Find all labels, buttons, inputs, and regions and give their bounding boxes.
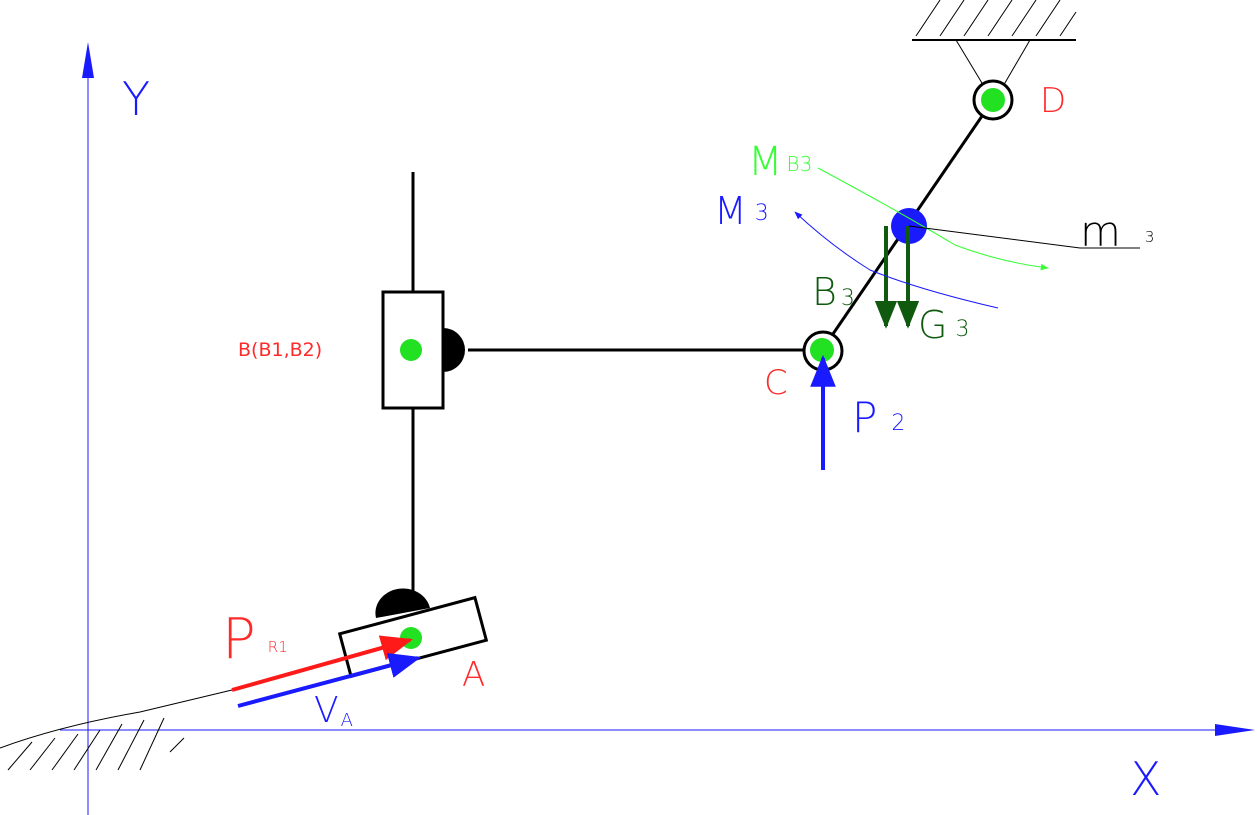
fixed-support-d (912, 0, 1077, 89)
moment-mb3-arc (817, 167, 1049, 271)
revolute-half-joint-a (375, 588, 430, 618)
x-axis-label: X (1130, 752, 1162, 806)
joint-a (400, 627, 422, 649)
ground-hatching (0, 689, 233, 771)
label-d: D (1040, 81, 1066, 121)
label-b: B(B1,B2) (238, 339, 322, 361)
y-axis-label: Y (122, 72, 150, 126)
label-a: A (462, 655, 485, 695)
joint-d (981, 88, 1005, 112)
vectors (231, 167, 1140, 708)
moment-m3-arc (794, 211, 999, 309)
joint-b (400, 339, 422, 361)
x-axis-arrowhead (1215, 724, 1255, 736)
force-pr1-arrow (231, 635, 414, 692)
label-c: C (764, 363, 788, 403)
joints (400, 79, 1014, 649)
y-axis-arrowhead (82, 42, 94, 78)
velocity-va-arrow (237, 653, 422, 708)
revolute-half-joint-b (443, 328, 465, 372)
coordinate-axes: Y X (60, 42, 1255, 815)
mechanism-links (411, 99, 995, 598)
mass-m3-leader (908, 225, 1140, 249)
